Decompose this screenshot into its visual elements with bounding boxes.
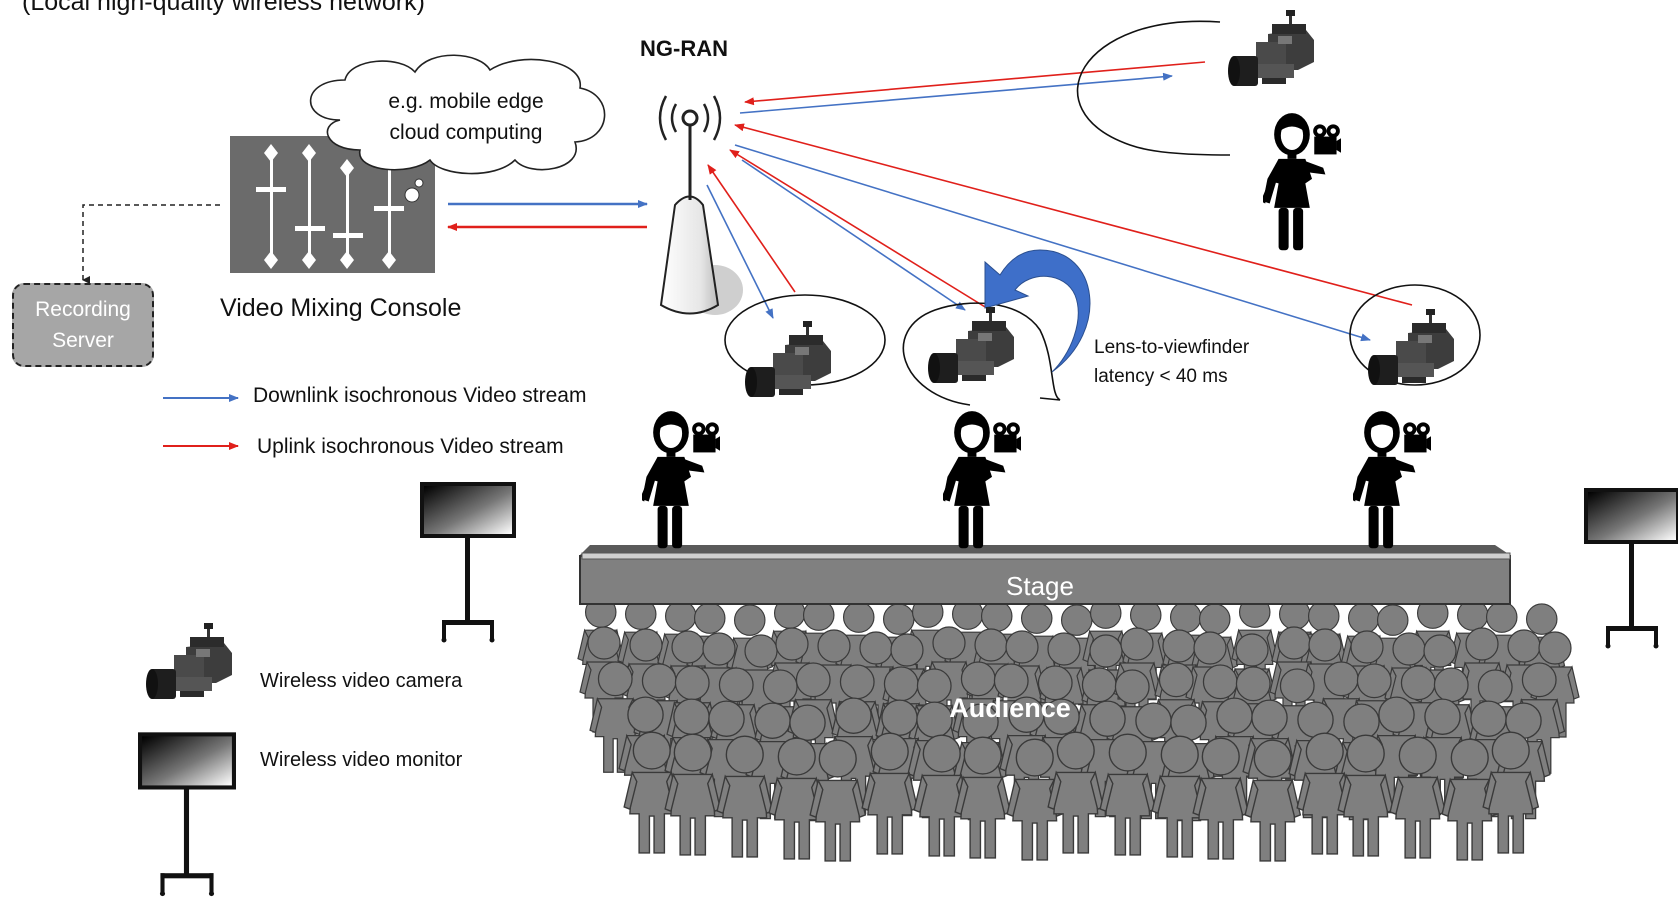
person-icon xyxy=(1263,113,1341,251)
audience-label: Audience xyxy=(949,693,1071,723)
person-icon xyxy=(943,411,1021,549)
legend-monitor-label: Wireless video monitor xyxy=(260,749,463,771)
video-monitor-icon xyxy=(1584,488,1678,649)
legend-uplink-label: Uplink isochronous Video stream xyxy=(257,435,564,458)
stage: Stage xyxy=(579,545,1511,605)
cloud-line1: e.g. mobile edge xyxy=(388,90,543,113)
camera-operators xyxy=(642,10,1454,549)
signal-arrows xyxy=(82,61,1413,342)
ng-ran-label: NG-RAN xyxy=(640,36,728,61)
downlink-arrow-top-right xyxy=(739,72,1173,114)
uplink-arrow-left xyxy=(707,164,796,293)
header-partial-title: (Local high-quality wireless network) xyxy=(22,0,425,16)
downlink-arrow-left xyxy=(706,184,774,319)
downlink-arrow-middle xyxy=(741,159,966,311)
antenna-icon xyxy=(658,95,743,315)
uplink-arrow-right xyxy=(734,123,1413,306)
stage-label: Stage xyxy=(1006,571,1074,601)
recording-server: Recording Server xyxy=(12,283,154,367)
cloud-line2: cloud computing xyxy=(390,121,543,144)
video-camera-icon xyxy=(1368,309,1454,385)
audience-crowd xyxy=(577,596,1580,862)
video-camera-icon xyxy=(1228,10,1314,86)
recording-line1: Recording xyxy=(35,298,131,321)
person-icon xyxy=(1353,411,1431,549)
latency-line2: latency < 40 ms xyxy=(1094,366,1228,387)
downlink-arrow-right xyxy=(734,144,1371,342)
video-camera-icon xyxy=(146,623,232,699)
legend xyxy=(138,394,239,897)
uplink-arrow-top-right xyxy=(744,61,1206,106)
video-monitor-icon xyxy=(420,482,516,643)
cloud-icon: e.g. mobile edge cloud computing xyxy=(309,54,606,175)
latency-arrow xyxy=(984,249,1091,373)
legend-downlink-label: Downlink isochronous Video stream xyxy=(253,384,587,407)
uplink-arrow-middle xyxy=(729,149,991,311)
latency-line1: Lens-to-viewfinder xyxy=(1094,337,1250,358)
video-camera-icon xyxy=(928,307,1014,383)
video-camera-icon xyxy=(745,321,831,397)
legend-camera-label: Wireless video camera xyxy=(260,670,463,692)
console-label: Video Mixing Console xyxy=(220,294,462,322)
recording-link xyxy=(82,204,220,284)
person-icon xyxy=(642,411,720,549)
recording-line2: Server xyxy=(52,329,114,352)
video-monitor-icon xyxy=(138,732,236,897)
mixing-console-icon xyxy=(230,136,435,273)
